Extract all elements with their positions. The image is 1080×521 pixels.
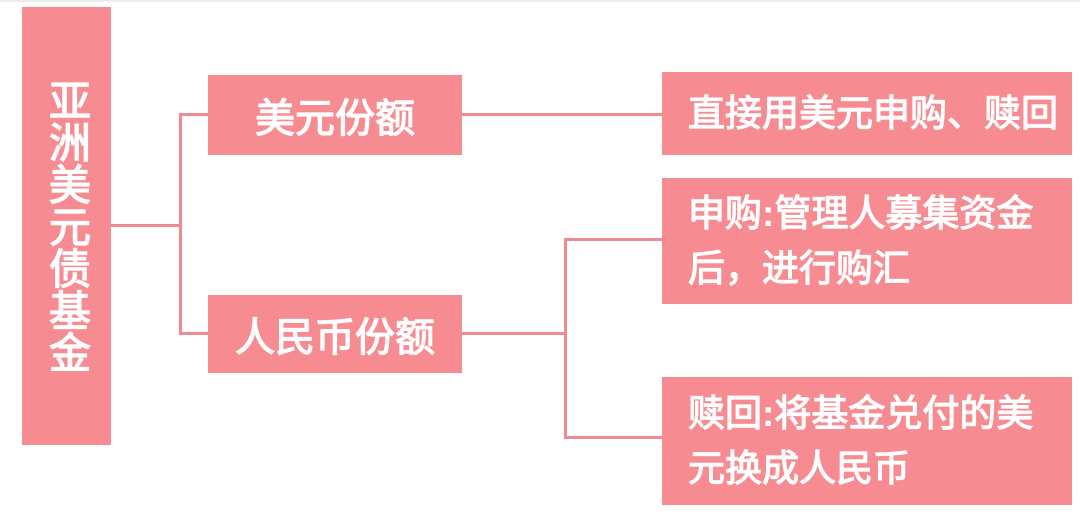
leaf-node-redemption-process: 赎回:将基金兑付的美 元换成人民币: [662, 377, 1072, 505]
connector-rmb-share-horizontal: [462, 332, 567, 335]
connector-to-usd-share: [179, 113, 208, 116]
branch-node-usd-share: 美元份额: [208, 75, 462, 155]
leaf-node-subscription-text: 申购:管理人募集资金 后，进行购汇: [688, 192, 1034, 290]
branch-node-rmb-share-label: 人民币份额: [235, 316, 435, 360]
branch-node-usd-share-label: 美元份额: [255, 97, 415, 141]
connector-rmb-split-vertical: [564, 238, 567, 439]
connector-to-subscription-detail: [564, 238, 662, 241]
top-hairline: [0, 0, 1080, 2]
leaf-node-subscription-process: 申购:管理人募集资金 后，进行购汇: [662, 178, 1072, 304]
root-node-label: 亚洲美元债基金: [43, 79, 91, 373]
connector-usd-share-to-detail: [462, 113, 662, 116]
leaf-node-usd-direct-text: 直接用美元申购、赎回: [688, 92, 1058, 134]
branch-node-rmb-share: 人民币份额: [208, 295, 462, 373]
connector-branch-split-vertical: [179, 113, 182, 335]
root-node-asia-usd-bond-fund: 亚洲美元债基金: [22, 7, 111, 445]
connector-to-redemption-detail: [564, 436, 662, 439]
leaf-node-redemption-text: 赎回:将基金兑付的美 元换成人民币: [688, 392, 1034, 490]
leaf-node-usd-direct-subscribe-redeem: 直接用美元申购、赎回: [662, 72, 1072, 155]
connector-to-rmb-share: [179, 332, 208, 335]
connector-root-horizontal: [111, 224, 181, 227]
